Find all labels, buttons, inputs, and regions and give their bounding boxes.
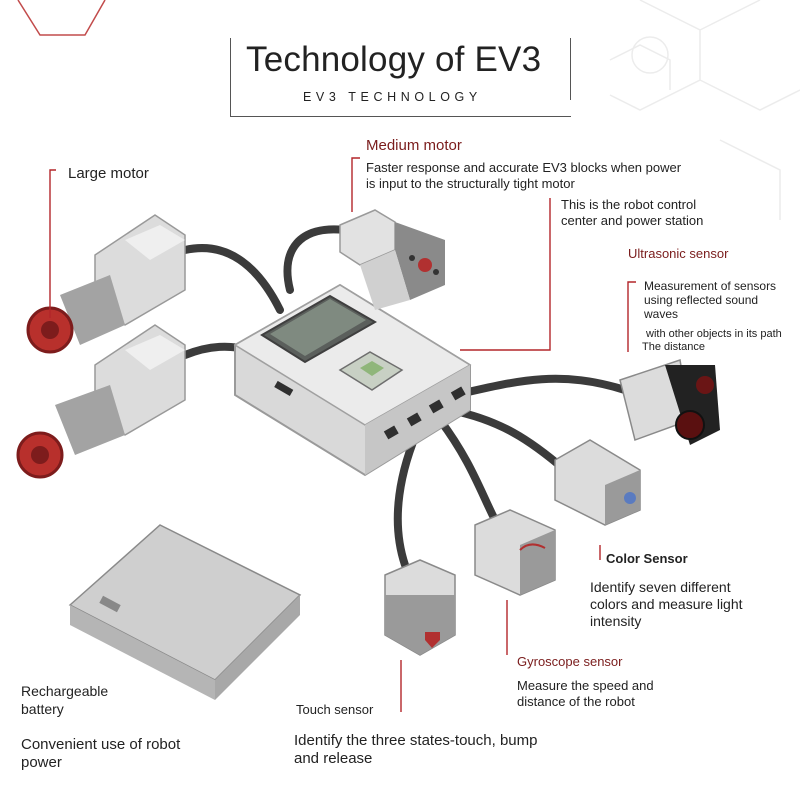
- leader-lines: [49, 157, 636, 712]
- touch-sensor: [384, 559, 456, 656]
- color-sensor-label: Color Sensor: [606, 551, 688, 566]
- ultrasonic-desc-3: waves: [644, 307, 679, 321]
- touch-sensor-desc-1: Identify the three states-touch, bump: [294, 732, 538, 749]
- gyroscope-desc-1: Measure the speed and: [517, 678, 654, 693]
- title-frame: [230, 38, 571, 117]
- large-motor-top: [26, 214, 186, 354]
- battery-pack: [68, 524, 302, 700]
- corner-shape: [17, 0, 106, 36]
- battery-label-1: Rechargeable: [21, 683, 109, 699]
- color-sensor: [554, 439, 641, 526]
- ultrasonic-desc-4: with other objects in its path: [646, 328, 782, 340]
- title-frame-right: [570, 38, 571, 100]
- medium-motor: [339, 209, 445, 310]
- medium-motor-desc-1: Faster response and accurate EV3 blocks …: [366, 160, 682, 175]
- brick-desc-2: center and power station: [561, 213, 704, 228]
- battery-label-2: battery: [21, 701, 64, 717]
- battery-desc-1: Convenient use of robot: [21, 736, 181, 753]
- medium-motor-label: Medium motor: [366, 137, 462, 154]
- page-subtitle: EV3 TECHNOLOGY: [303, 90, 482, 104]
- gyroscope-sensor: [474, 509, 556, 596]
- medium-motor-desc-2: is input to the structurally tight motor: [366, 176, 575, 191]
- color-sensor-desc-3: intensity: [590, 613, 642, 629]
- ev3-brick: [233, 283, 472, 477]
- page-title: Technology of EV3: [246, 40, 542, 79]
- touch-sensor-desc-2: and release: [294, 750, 373, 767]
- large-motor-label: Large motor: [68, 165, 149, 182]
- background-pattern: [609, 0, 800, 220]
- ultrasonic-desc-5: The distance: [642, 341, 705, 353]
- battery-desc-2: power: [21, 754, 62, 771]
- ultrasonic-desc-2: using reflected sound: [644, 293, 759, 307]
- brick-desc-1: This is the robot control: [561, 197, 697, 212]
- ultrasonic-desc-1: Measurement of sensors: [644, 279, 777, 293]
- gyroscope-sensor-label: Gyroscope sensor: [517, 654, 623, 669]
- touch-sensor-label: Touch sensor: [296, 702, 374, 717]
- ultrasonic-sensor: [619, 359, 720, 445]
- gyroscope-desc-2: distance of the robot: [517, 694, 635, 709]
- large-motor-bottom: [16, 324, 186, 479]
- color-sensor-desc-2: colors and measure light: [590, 596, 743, 612]
- ultrasonic-sensor-label: Ultrasonic sensor: [628, 246, 729, 261]
- color-sensor-desc-1: Identify seven different: [590, 579, 731, 595]
